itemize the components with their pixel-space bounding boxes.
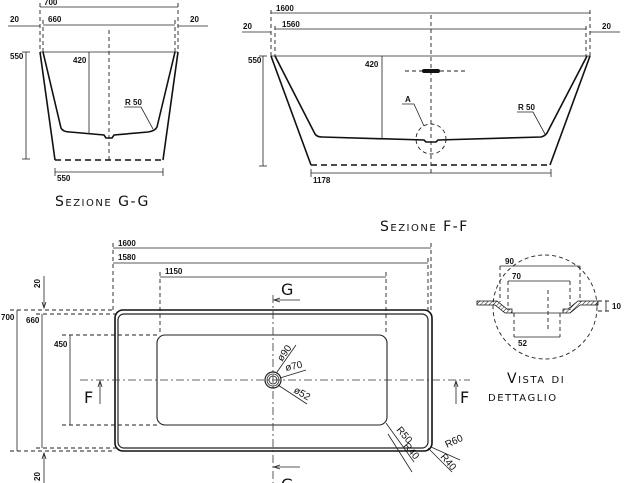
drain-d70: ø70 <box>284 360 304 374</box>
dim-700: 700 <box>1 313 15 322</box>
section-mark-f-left: F <box>84 388 93 407</box>
dim-1560: 1560 <box>282 20 300 29</box>
dim-20-right: 20 <box>190 15 199 24</box>
dim-1580: 1580 <box>118 253 136 262</box>
dim-550-height: 550 <box>10 52 24 61</box>
section-g-g: 700 660 20 20 420 550 550 R 50 Sezione G… <box>8 0 208 210</box>
radius-r60-outer: R60 <box>444 433 466 451</box>
section-g-g-title: Sezione G-G <box>55 194 150 210</box>
detail-dim-90: 90 <box>505 257 514 266</box>
detail-dim-70: 70 <box>512 272 521 281</box>
tub-outer-rim <box>114 309 433 452</box>
drain-icon <box>264 371 282 389</box>
dim-20-bottom: 20 <box>33 472 42 481</box>
dim-20-left: 20 <box>10 15 19 24</box>
dim-20-right: 20 <box>602 22 611 31</box>
drain-flange-right <box>562 300 599 314</box>
radius-r50: R 50 <box>518 103 535 112</box>
dim-20-left: 20 <box>243 22 252 31</box>
dim-550-base: 550 <box>57 174 71 183</box>
section-f-f: 1600 1560 20 20 420 550 1178 A R 50 Sezi… <box>242 4 620 235</box>
detail-dim-52: 52 <box>518 339 527 348</box>
section-mark-g-bottom: G <box>281 475 293 483</box>
radius-r40-outer: R40 <box>438 452 459 473</box>
dim-550-height: 550 <box>248 56 262 65</box>
dim-20-top: 20 <box>33 279 42 288</box>
detail-view: 90 70 52 10 Vista di dettaglio <box>476 254 621 405</box>
dim-700: 700 <box>44 0 58 7</box>
section-mark-g-top: G <box>281 280 293 299</box>
plan-view: 1600 1580 1150 ø90 ø70 ø52 700 660 450 2… <box>1 239 470 483</box>
detail-a-circle <box>415 123 447 155</box>
detail-title-line1: Vista di <box>507 371 565 387</box>
dim-420: 420 <box>73 56 87 65</box>
radius-r50: R 50 <box>125 98 142 107</box>
detail-ref-a: A <box>405 95 411 104</box>
dim-420: 420 <box>365 60 379 69</box>
dim-1600: 1600 <box>276 4 294 13</box>
dim-660: 660 <box>26 316 40 325</box>
detail-title-line2: dettaglio <box>488 389 558 405</box>
dim-1178: 1178 <box>313 176 331 185</box>
dim-1600: 1600 <box>118 239 136 248</box>
detail-dim-10: 10 <box>612 302 621 311</box>
section-f-f-title: Sezione F-F <box>380 219 469 235</box>
drain-flange-left <box>476 300 513 314</box>
section-mark-f-right: F <box>460 388 469 407</box>
dim-1150: 1150 <box>165 267 183 276</box>
dim-660: 660 <box>48 15 62 24</box>
dim-450: 450 <box>54 340 68 349</box>
detail-circle <box>492 254 598 360</box>
overflow-icon <box>422 69 440 73</box>
